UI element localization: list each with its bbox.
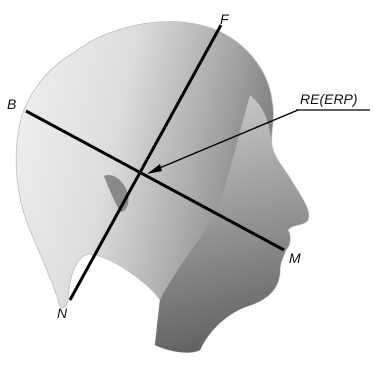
label-n: N — [57, 305, 68, 321]
label-re-erp: RE(ERP) — [300, 91, 358, 107]
label-f: F — [220, 11, 230, 27]
label-b: B — [7, 96, 16, 112]
label-m: M — [289, 250, 301, 266]
